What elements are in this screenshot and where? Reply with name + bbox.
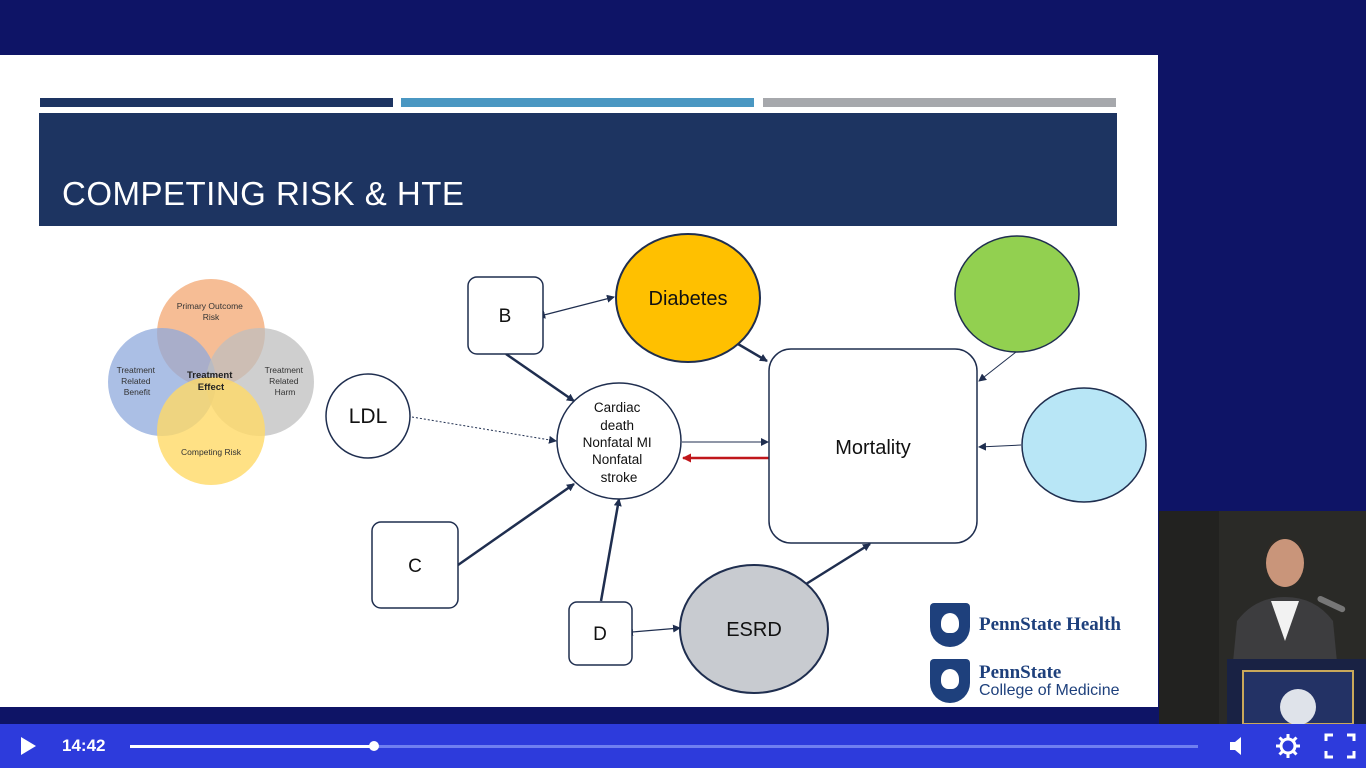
slide: COMPETING RISK & HTE Primary Outcome Ris… — [0, 55, 1158, 707]
outcome-line: Nonfatal MI — [583, 435, 652, 450]
venn-center-line: Effect — [198, 382, 225, 393]
node-esrd — [679, 564, 829, 694]
outcome-line: Nonfatal — [592, 452, 642, 467]
volume-button[interactable] — [1222, 732, 1252, 760]
outcome-line: stroke — [601, 470, 638, 485]
logo-college-name: PennState — [979, 661, 1062, 683]
fullscreen-button[interactable] — [1324, 732, 1356, 760]
venn-bottom-circle — [157, 377, 265, 485]
title-band: COMPETING RISK & HTE — [39, 113, 1117, 226]
venn-top-line: Primary Outcome — [177, 301, 243, 311]
accent-bar-navy — [40, 98, 393, 107]
venn-bottom-label: Competing Risk — [181, 447, 242, 457]
venn-center-line: Treatment — [187, 370, 233, 381]
speaker-scene — [1159, 511, 1366, 724]
nittany-lion-shield-icon — [930, 659, 970, 703]
edge-b-outcome — [505, 352, 575, 403]
node-c-box — [371, 521, 459, 609]
progress-scrubber[interactable] — [368, 741, 379, 751]
node-diabetes — [615, 233, 761, 363]
speaker-video — [1159, 511, 1366, 724]
node-outcome-label: Cardiac death Nonfatal MI Nonfatal strok… — [583, 400, 656, 485]
edge-b-diabetes — [537, 294, 615, 319]
venn-diagram: Primary Outcome Risk Treatment Related B… — [108, 279, 314, 485]
progress-bar[interactable] — [130, 741, 1198, 751]
causal-diagram: Primary Outcome Risk Treatment Related B… — [108, 233, 1147, 694]
outcome-line: Cardiac — [594, 400, 641, 415]
edge-diabetes-mortality — [737, 342, 768, 363]
venn-left-line: Related — [121, 376, 151, 386]
current-time: 14:42 — [62, 736, 106, 755]
venn-top-label: Primary Outcome Risk — [177, 301, 246, 322]
node-ldl — [325, 373, 411, 459]
venn-right-line: Treatment — [265, 365, 304, 375]
accent-bar-blue — [401, 98, 754, 107]
play-icon — [21, 737, 36, 755]
node-outcome — [556, 382, 682, 500]
progress-fill — [130, 745, 374, 748]
volume-icon — [1230, 737, 1241, 755]
settings-gear-icon — [1276, 734, 1300, 758]
node-mortality-box — [768, 348, 978, 544]
node-mortality-label: Mortality — [835, 437, 911, 459]
node-light-blue — [1021, 387, 1147, 503]
venn-left-line: Benefit — [124, 387, 151, 397]
venn-right-label: Treatment Related Harm — [265, 365, 306, 397]
fullscreen-icon — [1324, 733, 1356, 759]
edge-d-esrd — [625, 624, 681, 636]
edge-d-outcome — [599, 498, 622, 602]
venn-top-line: Risk — [203, 312, 220, 322]
settings-button[interactable] — [1273, 732, 1303, 760]
accent-bar-gray — [763, 98, 1116, 107]
video-controls: 14:42 — [0, 724, 1366, 768]
node-diabetes-label: Diabetes — [649, 288, 728, 310]
venn-center-label: Treatment Effect — [187, 370, 235, 393]
venn-left-line: Treatment — [117, 365, 156, 375]
edge-esrd-mortality — [805, 542, 871, 586]
node-green — [954, 235, 1080, 353]
edge-green-mortality — [978, 351, 1017, 382]
slide-title: COMPETING RISK & HTE — [62, 175, 465, 212]
node-d-box — [568, 601, 633, 666]
node-d-label: D — [593, 624, 607, 645]
logos: PennState Health PennState College of Me… — [930, 603, 1155, 707]
node-b-label: B — [499, 306, 512, 327]
logo-health-name: PennState Health — [979, 614, 1121, 636]
edge-c-outcome — [457, 482, 575, 567]
venn-left-label: Treatment Related Benefit — [117, 365, 158, 397]
node-b-box — [467, 276, 544, 355]
venn-right-line: Harm — [275, 387, 296, 397]
edge-lightblue-mortality — [978, 442, 1022, 451]
outcome-line: death — [600, 418, 634, 433]
venn-right-line: Related — [269, 376, 299, 386]
diagram-edges — [411, 294, 1022, 636]
edge-ldl-outcome — [411, 416, 557, 444]
pennstate-college-logo: PennState College of Medicine — [930, 659, 1120, 703]
pennstate-health-logo: PennState Health — [930, 603, 1121, 647]
play-button[interactable] — [14, 732, 44, 760]
node-c-label: C — [408, 556, 422, 577]
node-ldl-label: LDL — [349, 405, 388, 428]
node-esrd-label: ESRD — [726, 619, 782, 641]
logo-college-sub: College of Medicine — [979, 681, 1120, 699]
nittany-lion-shield-icon — [930, 603, 970, 647]
